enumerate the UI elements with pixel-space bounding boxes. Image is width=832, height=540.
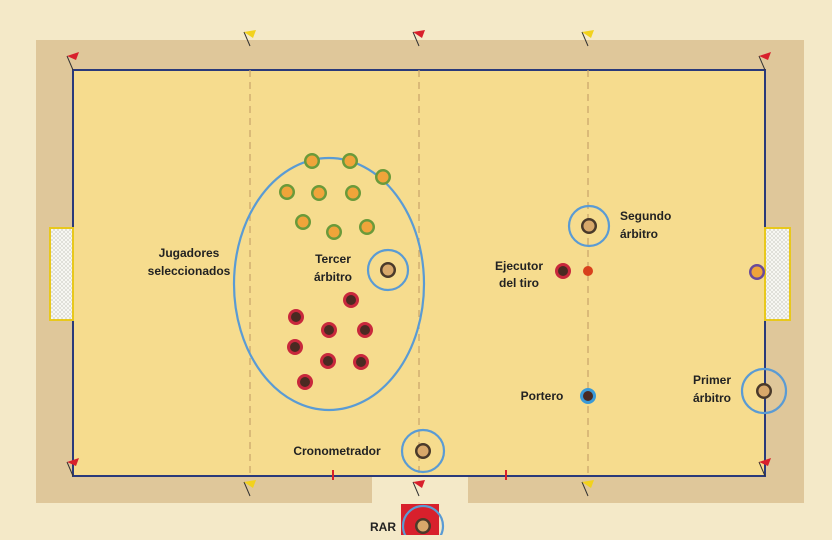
label-kicker: del tiro [499, 276, 539, 290]
label-first-referee: árbitro [693, 391, 731, 405]
label-third-referee: árbitro [314, 270, 352, 284]
label-second-referee: árbitro [620, 227, 658, 241]
team-a-player [342, 153, 358, 169]
label-third-referee: Tercer [315, 252, 351, 266]
label-selected-players: seleccionados [148, 264, 231, 278]
label-selected-players: Jugadores [159, 246, 220, 260]
third-referee-highlight [366, 248, 410, 292]
label-timekeeper: Cronometrador [293, 444, 381, 458]
team-a-player [295, 214, 311, 230]
timekeeper-highlight [400, 428, 446, 474]
team-b-player [321, 322, 337, 338]
goal-right [764, 227, 791, 321]
flag-icon [66, 52, 79, 71]
team-b-player [288, 309, 304, 325]
team-a-player [279, 184, 295, 200]
team-a-player [311, 185, 327, 201]
selected-players-area [232, 156, 426, 412]
label-rar: RAR [370, 520, 396, 534]
team-b-player [343, 292, 359, 308]
label-kicker: Ejecutor [495, 259, 543, 273]
third-referee [380, 262, 396, 278]
goal-left [49, 227, 74, 321]
rar-highlight [401, 504, 445, 540]
timekeeper [415, 443, 431, 459]
team-b-player [357, 322, 373, 338]
ball [583, 266, 593, 276]
team-a-player [359, 219, 375, 235]
flag-icon [412, 30, 425, 47]
goalkeeper-in-goal [749, 264, 765, 280]
team-a-player [345, 185, 361, 201]
flag-icon [412, 480, 425, 497]
flag-icon [581, 30, 594, 47]
second-referee-highlight [567, 204, 611, 248]
first-referee [756, 383, 772, 399]
team-a-player [304, 153, 320, 169]
team-a-player [326, 224, 342, 240]
second-referee [581, 218, 597, 234]
team-b-player [297, 374, 313, 390]
team-b-player [320, 353, 336, 369]
goalkeeper [580, 388, 596, 404]
first-referee-highlight [740, 367, 788, 415]
flag-icon [243, 30, 256, 47]
label-second-referee: Segundo [620, 209, 671, 223]
flag-icon [758, 52, 771, 71]
team-b-player [353, 354, 369, 370]
flag-icon [66, 458, 79, 477]
rar-official [415, 518, 431, 534]
label-first-referee: Primer [693, 373, 731, 387]
team-a-player [375, 169, 391, 185]
flag-icon [758, 458, 771, 477]
label-goalkeeper: Portero [521, 389, 564, 403]
flag-icon [243, 480, 256, 497]
penalty-kicker [555, 263, 571, 279]
team-b-player [287, 339, 303, 355]
flag-icon [581, 480, 594, 497]
